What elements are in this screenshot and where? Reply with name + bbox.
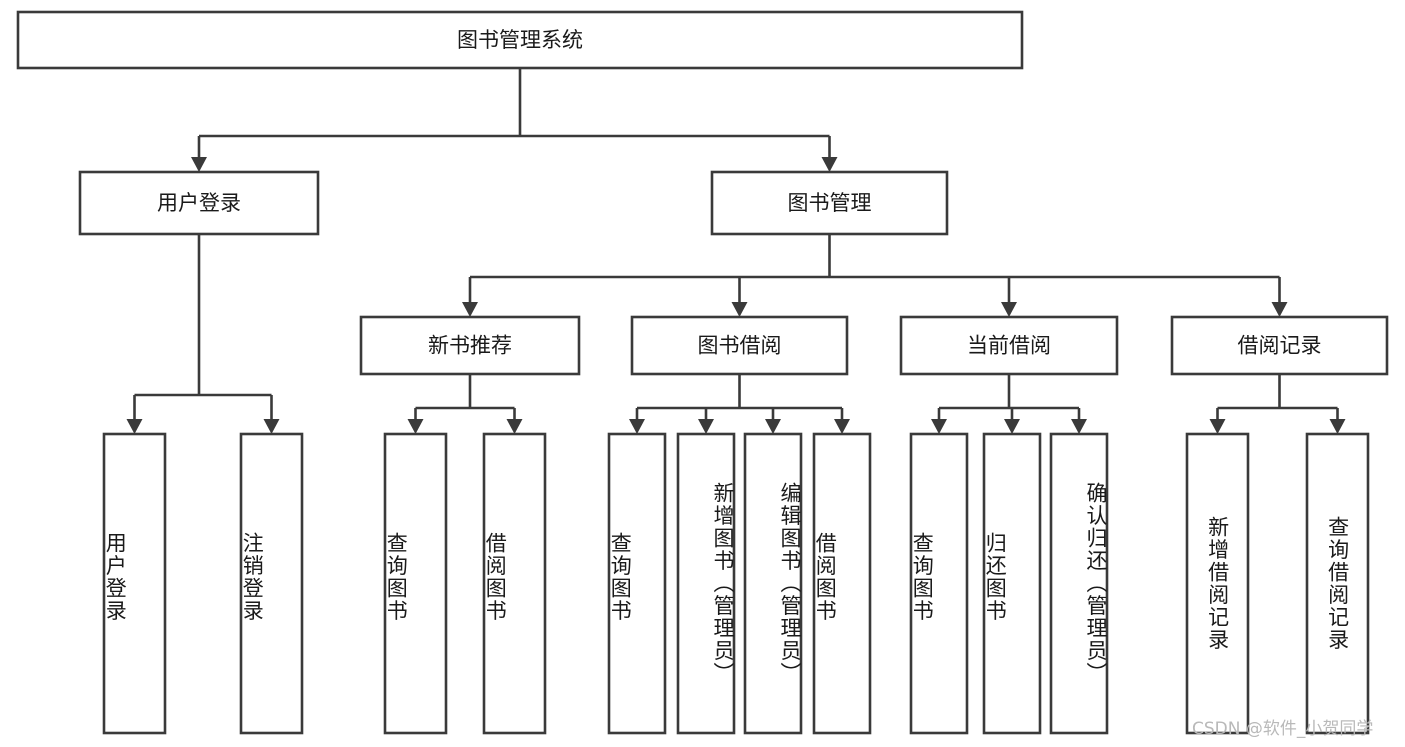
node-root-label: 图书管理系统: [457, 28, 583, 52]
node-leaf-8[interactable]: [909, 432, 969, 735]
arrow-head-icon: [126, 419, 143, 434]
node-leaf-6[interactable]: [743, 432, 803, 735]
node-leaf-9[interactable]: [982, 432, 1042, 735]
arrow-head-icon: [765, 419, 781, 434]
arrow-head-icon: [821, 157, 838, 172]
node-level3-label-0: 新书推荐: [428, 334, 512, 358]
arrow-head-icon: [407, 419, 424, 434]
node-leaf-10[interactable]: [1049, 432, 1109, 735]
arrow-head-icon: [263, 419, 280, 434]
node-leaf-11[interactable]: [1185, 432, 1250, 735]
node-leaf-12[interactable]: [1305, 432, 1370, 735]
arrow-head-icon: [191, 157, 207, 172]
arrow-head-icon: [1271, 302, 1288, 317]
node-level2-label-1: 图书管理: [788, 191, 872, 215]
node-level2-0[interactable]: [78, 170, 320, 236]
arrow-head-icon: [834, 419, 850, 434]
node-level3-1[interactable]: [630, 315, 849, 376]
node-level3-label-3: 借阅记录: [1238, 334, 1322, 358]
node-leaf-0[interactable]: [102, 432, 167, 735]
node-level2-label-0: 用户登录: [157, 191, 241, 215]
node-level3-label-1: 图书借阅: [698, 334, 782, 358]
arrow-head-icon: [931, 419, 947, 434]
node-level3-2[interactable]: [899, 315, 1119, 376]
node-leaf-4[interactable]: [607, 432, 667, 735]
node-leaf-5[interactable]: [676, 432, 736, 735]
arrow-head-icon: [698, 419, 714, 434]
node-level3-label-2: 当前借阅: [967, 334, 1051, 358]
node-root[interactable]: [16, 10, 1024, 70]
node-leaf-3[interactable]: [482, 432, 547, 735]
node-level2-1[interactable]: [710, 170, 949, 236]
connector-layer: [126, 68, 1346, 434]
arrow-head-icon: [506, 419, 523, 434]
arrow-head-icon: [1071, 419, 1087, 434]
arrow-head-icon: [1004, 419, 1020, 434]
arrow-head-icon: [1329, 419, 1346, 434]
node-level3-0[interactable]: [359, 315, 581, 376]
node-level3-3[interactable]: [1170, 315, 1389, 376]
arrow-head-icon: [1209, 419, 1226, 434]
arrow-head-icon: [1001, 302, 1017, 317]
arrow-head-icon: [731, 302, 748, 317]
arrow-head-icon: [462, 302, 478, 317]
node-leaf-2[interactable]: [383, 432, 448, 735]
arrow-head-icon: [629, 419, 645, 434]
node-leaf-7[interactable]: [812, 432, 872, 735]
node-leaf-1[interactable]: [239, 432, 304, 735]
